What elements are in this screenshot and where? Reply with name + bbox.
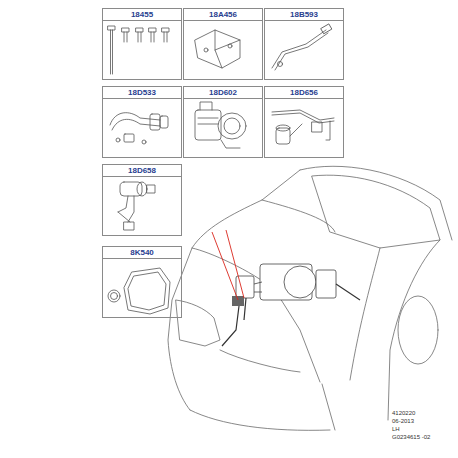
part-number: 18D533	[103, 87, 181, 99]
part-number: 18D602	[184, 87, 262, 99]
part-number: 18B593	[265, 9, 343, 21]
part-panel: 18455	[102, 8, 182, 80]
part-panel: 18B593	[264, 8, 344, 80]
part-panel: 18A456	[183, 8, 263, 80]
drawing-reference: 4120220	[392, 410, 415, 417]
drawing-reference: LH	[392, 426, 400, 433]
part-panel: 18D602	[183, 86, 263, 158]
part-panel: 18D658	[102, 164, 182, 236]
part-number: 18455	[103, 9, 181, 21]
part-panel: 18D656	[264, 86, 344, 158]
part-number: 18A456	[184, 9, 262, 21]
part-number: 18D656	[265, 87, 343, 99]
part-panel: 8K540	[102, 246, 182, 318]
part-number: 8K540	[103, 247, 181, 259]
drawing-reference: G0234615 -02	[392, 434, 430, 441]
drawing-reference: 06-2013	[392, 418, 414, 425]
part-number: 18D658	[103, 165, 181, 177]
part-panel: 18D533	[102, 86, 182, 158]
